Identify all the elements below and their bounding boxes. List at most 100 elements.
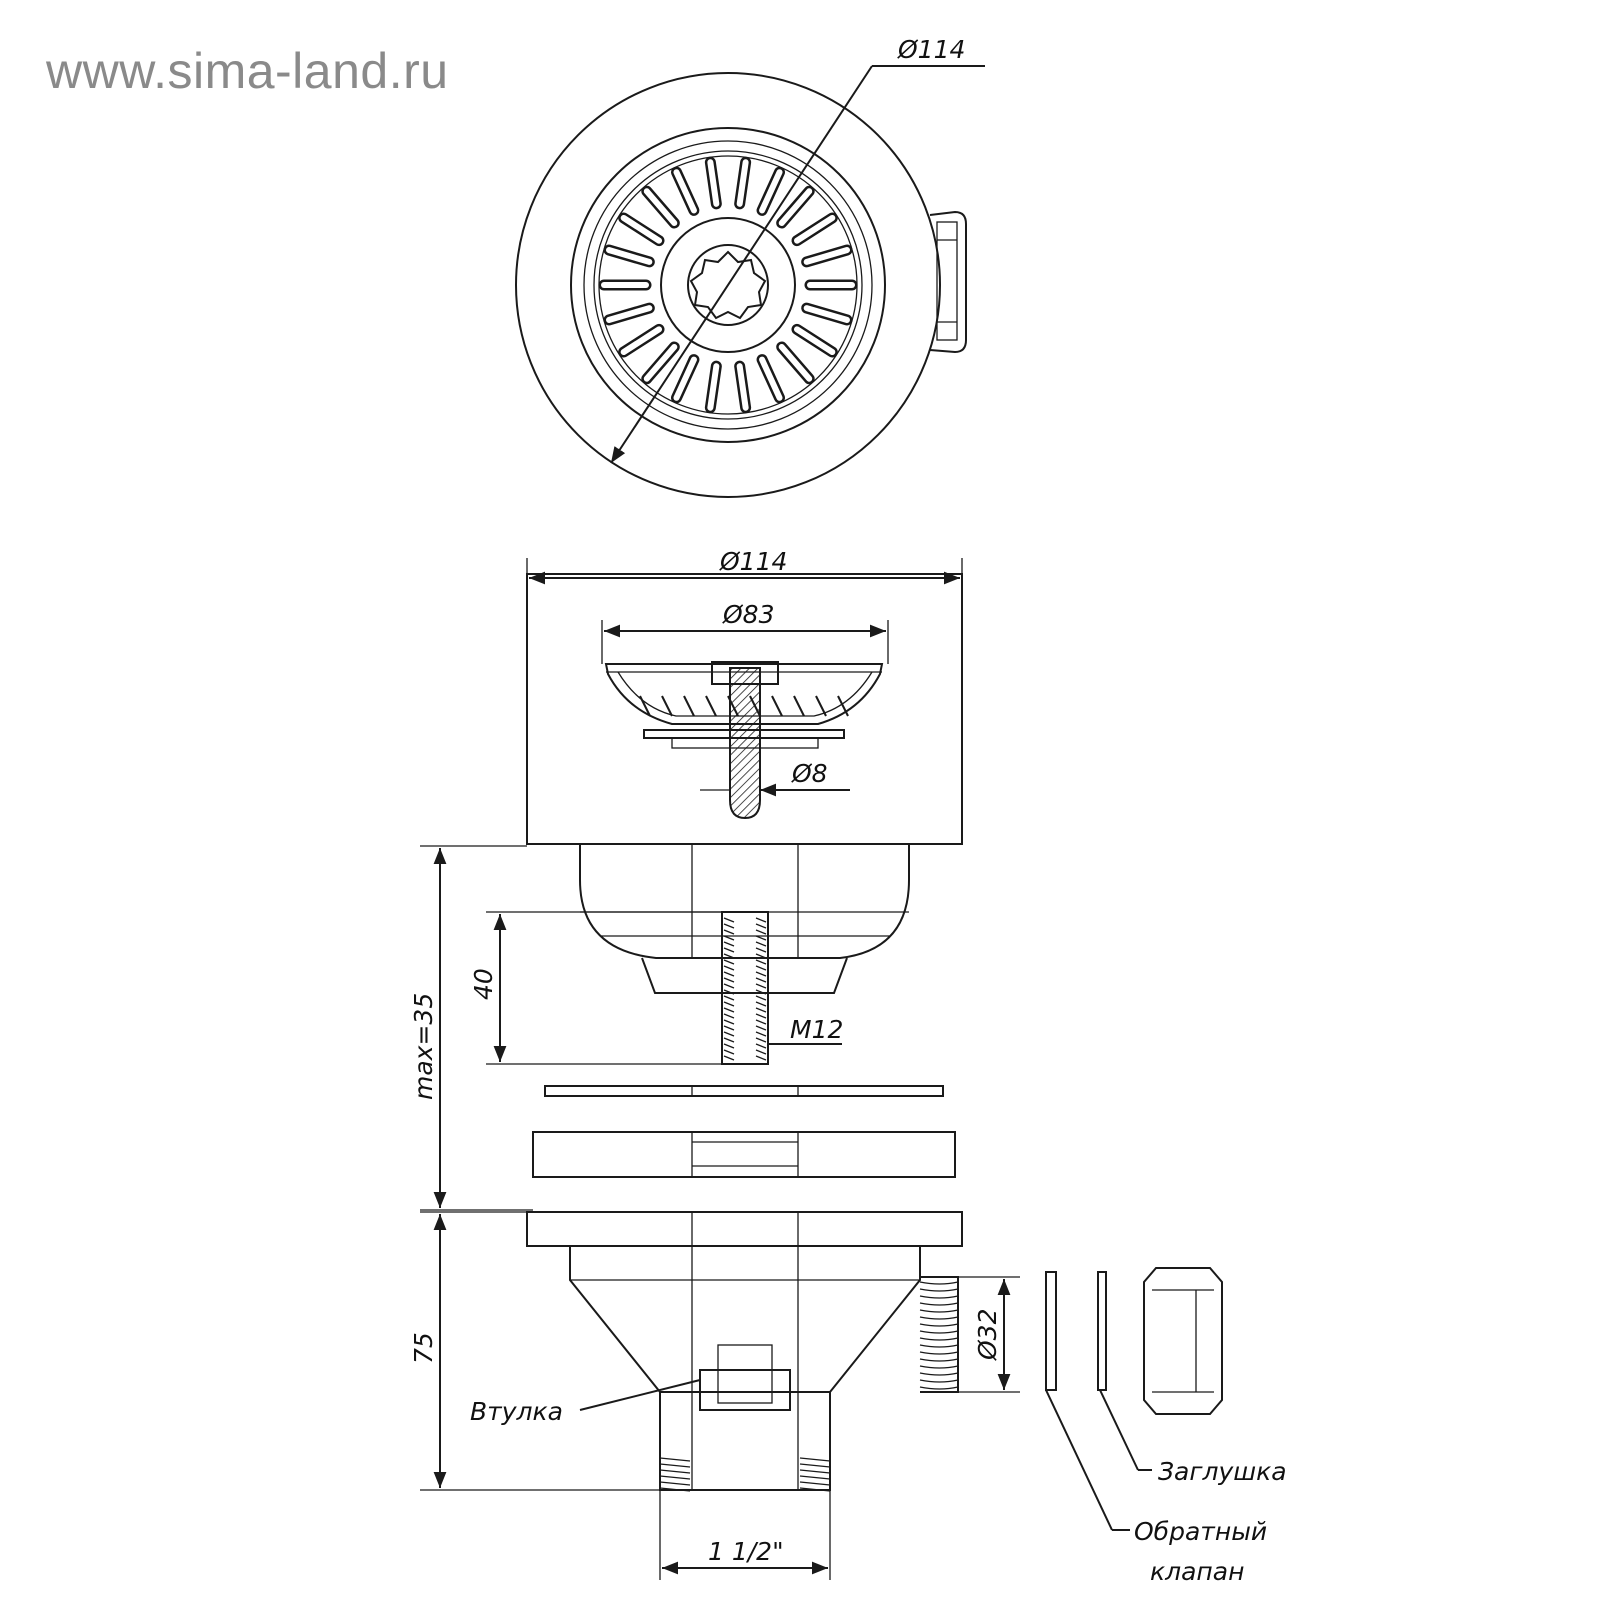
knob-star xyxy=(689,250,767,320)
strainer-slot-inner xyxy=(673,356,697,401)
thread-mark xyxy=(919,1337,959,1341)
strainer-dia-label: Ø83 xyxy=(722,600,775,629)
upper-cup xyxy=(579,843,910,959)
thread-mark xyxy=(919,1323,959,1327)
thread-mark xyxy=(755,929,767,935)
strainer-rim-inner xyxy=(593,150,863,420)
strainer-slot-inner xyxy=(803,247,850,265)
flange-inner-circle xyxy=(570,127,886,443)
top-dia-leader xyxy=(610,65,873,464)
thread-mark xyxy=(755,959,767,965)
hub-circle xyxy=(660,217,796,353)
thread-mark xyxy=(723,1025,735,1031)
thread-mark xyxy=(755,917,767,923)
strainer-slot-inner xyxy=(643,343,678,382)
strainer-slot-inner xyxy=(620,214,663,244)
thread-mark xyxy=(799,1457,831,1462)
thread-mark xyxy=(919,1351,959,1355)
outlet-threads xyxy=(659,1457,831,1492)
thread-mark xyxy=(755,1013,767,1019)
thread-mark xyxy=(799,1487,831,1492)
basket-slot xyxy=(639,695,651,717)
bushing-leader xyxy=(579,1379,701,1411)
thread-mark xyxy=(723,971,735,977)
thread-mark xyxy=(723,995,735,1001)
thread-mark xyxy=(723,959,735,965)
basket-slot xyxy=(815,695,827,717)
thread-mark xyxy=(723,965,735,971)
bushing-label: Втулка xyxy=(470,1397,563,1426)
thread-mark xyxy=(919,1309,959,1313)
thread-mark xyxy=(659,1475,691,1480)
thread-mark xyxy=(723,1001,735,1007)
thread-mark xyxy=(723,953,735,959)
plug-label: Заглушка xyxy=(1158,1457,1287,1486)
stem xyxy=(729,667,761,820)
strainer-slot-inner xyxy=(736,363,749,411)
overflow-stub-threads xyxy=(919,1281,959,1390)
strainer-slot-inner xyxy=(620,326,663,356)
strainer-slots xyxy=(598,156,858,414)
thread-mark xyxy=(659,1481,691,1486)
thread-mark xyxy=(659,1469,691,1474)
thread-mark xyxy=(723,1007,735,1013)
strainer-slot-inner xyxy=(606,247,653,265)
thread-mark xyxy=(755,1019,767,1025)
strainer-slot-inner xyxy=(803,305,850,323)
thread-mark xyxy=(755,995,767,1001)
lower-flange xyxy=(526,1211,963,1247)
plug-leader xyxy=(1099,1389,1139,1471)
max-thickness-label: max=35 xyxy=(409,993,438,1100)
body-height-label: 75 xyxy=(409,1332,438,1364)
top-view: Ø114 xyxy=(515,35,985,498)
thread-mark xyxy=(799,1469,831,1474)
strainer-slot-inner xyxy=(778,343,813,382)
side-view-upper: Ø114 Ø83 Ø8 xyxy=(526,547,963,845)
plug-part xyxy=(1097,1271,1107,1391)
thread-mark xyxy=(723,1049,735,1055)
lower-body: Ø32 75 1 1/2" Втулка xyxy=(409,1211,1020,1580)
thread-mark xyxy=(723,1043,735,1049)
thread-mark xyxy=(755,1055,767,1061)
thread-mark xyxy=(755,953,767,959)
strainer-slot-inner xyxy=(643,188,678,227)
knob-outer xyxy=(687,244,769,326)
thread-mark xyxy=(659,1487,691,1492)
thread-mark xyxy=(755,977,767,983)
thread-mark xyxy=(723,1013,735,1019)
thread-mark xyxy=(755,983,767,989)
basket-slot xyxy=(705,695,717,717)
thread-mark xyxy=(755,947,767,953)
outlet-pipe xyxy=(659,1391,831,1491)
thread-mark xyxy=(723,941,735,947)
thread-mark xyxy=(723,1019,735,1025)
check-valve-leader xyxy=(1045,1389,1113,1531)
thread-mark xyxy=(755,935,767,941)
site-watermark: www.sima-land.ru xyxy=(46,43,449,99)
max-thickness-dim: max=35 xyxy=(409,845,533,1211)
side-view-body: 40 M12 xyxy=(469,843,910,1065)
thick-gasket xyxy=(532,1131,956,1178)
thread-mark xyxy=(723,1055,735,1061)
thread-mark xyxy=(755,1001,767,1007)
strainer-basket xyxy=(604,663,884,725)
thread-mark xyxy=(919,1316,959,1320)
thread-mark xyxy=(755,923,767,929)
thread-mark xyxy=(919,1379,959,1383)
check-valve-part xyxy=(1045,1271,1057,1391)
gaskets xyxy=(532,1085,956,1178)
thread-mark xyxy=(799,1475,831,1480)
overflow-box xyxy=(929,210,967,354)
strainer-slot-inner xyxy=(793,214,836,244)
thread-mark xyxy=(755,1043,767,1049)
thread-mark xyxy=(659,1463,691,1468)
nipple-threads xyxy=(723,917,767,1061)
thread-mark xyxy=(755,1037,767,1043)
outlet-thread-label: 1 1/2" xyxy=(708,1537,784,1566)
stem-dia-label: Ø8 xyxy=(791,759,828,788)
strainer-slot-inner xyxy=(778,188,813,227)
thread-mark xyxy=(919,1288,959,1292)
thread-mark xyxy=(919,1365,959,1369)
side-dia-label: Ø114 xyxy=(719,547,787,576)
